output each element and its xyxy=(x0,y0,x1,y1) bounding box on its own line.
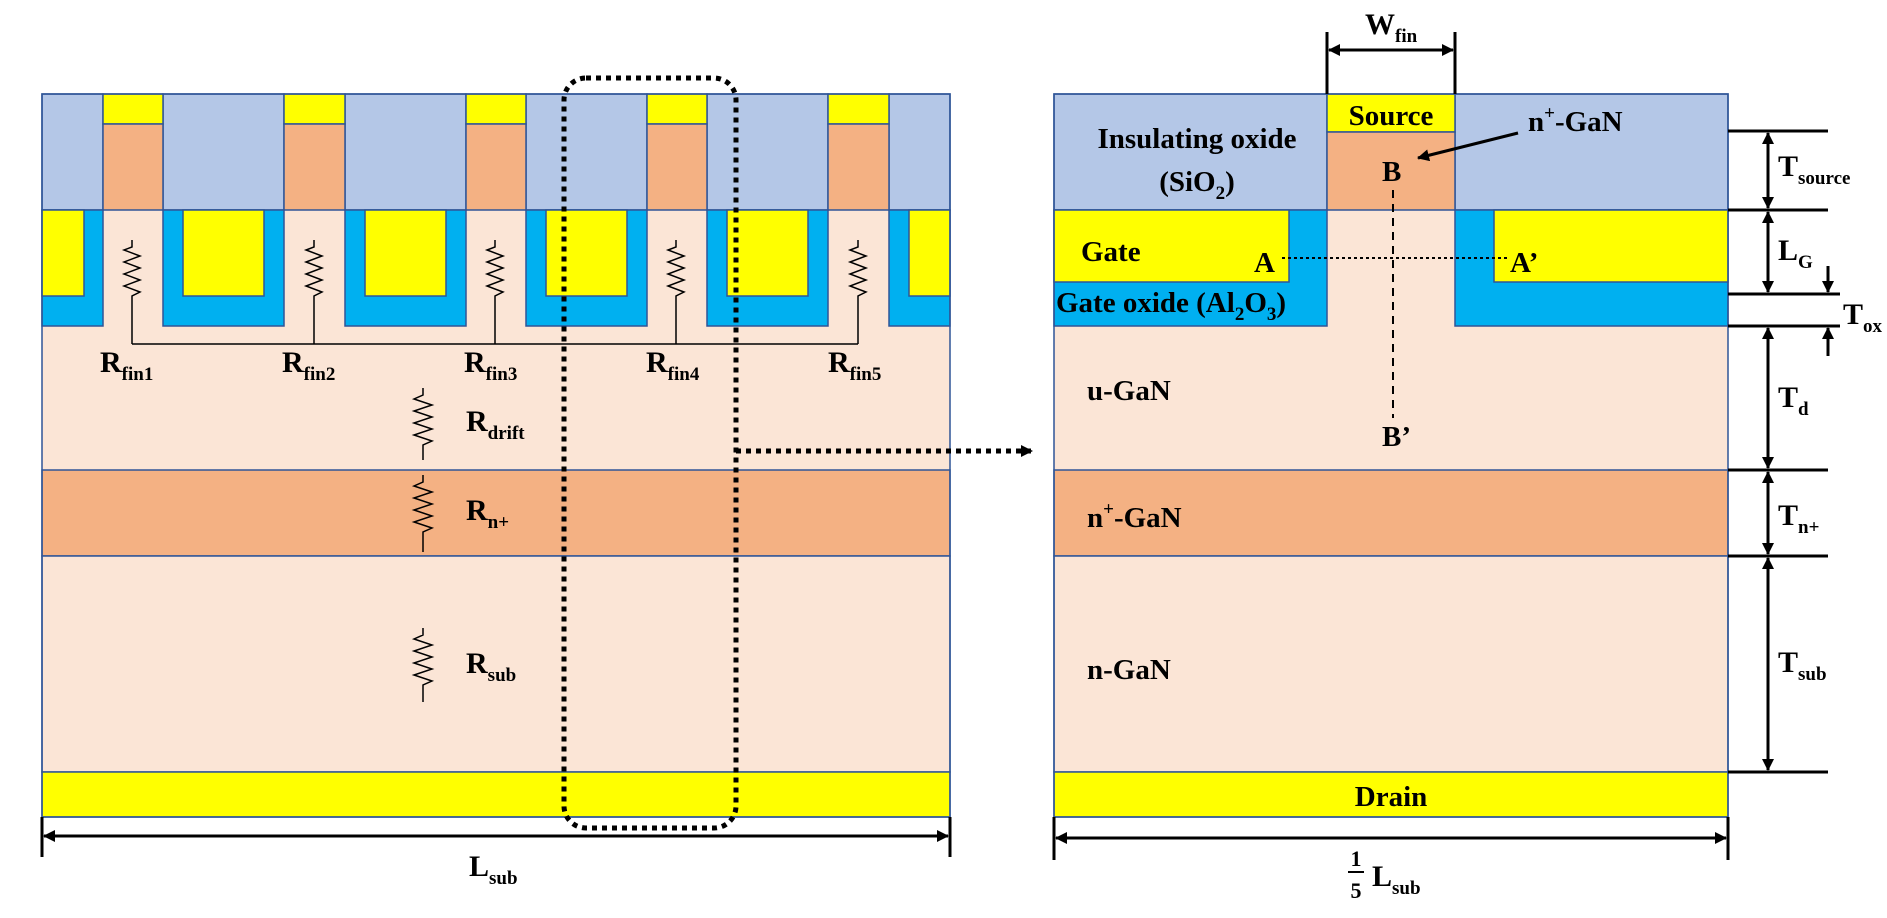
unit-cell-selection-box xyxy=(561,75,739,831)
right-nplus-layer xyxy=(1053,469,1729,557)
gate-metal xyxy=(41,209,85,297)
label-tsource: Tsource xyxy=(1778,150,1850,189)
right-drain-metal xyxy=(1053,771,1729,818)
oxide-block xyxy=(888,93,951,211)
label-insulating-oxide: Insulating oxide xyxy=(1097,123,1296,155)
label-nplus-gan-pointer: n+-GaN xyxy=(1528,103,1623,138)
label-gate-oxide: Gate oxide (Al2O3) xyxy=(1056,287,1286,325)
oxide-block xyxy=(162,93,285,211)
label-point-a-prime: A’ xyxy=(1510,247,1538,279)
left-nplus-layer xyxy=(41,469,951,557)
label-ngan: n-GaN xyxy=(1087,654,1171,686)
label-tnplus: Tn+ xyxy=(1778,499,1819,538)
label-fifth-lsub: Lsub xyxy=(1372,860,1421,899)
label-ugan: u-GaN xyxy=(1087,375,1171,407)
label-drain: Drain xyxy=(1355,781,1428,813)
right-device: Insulating oxide (SiO2) Source n+-GaN B … xyxy=(1052,8,1883,903)
label-gate: Gate xyxy=(1081,236,1141,268)
drift-resistor xyxy=(411,388,435,460)
label-rfin2: Rfin2 xyxy=(282,346,335,385)
right-substrate xyxy=(1053,555,1729,773)
fin-nplus-cap xyxy=(827,123,890,211)
vertical-dimensions xyxy=(1728,129,1840,774)
label-rfin4: Rfin4 xyxy=(646,346,700,385)
label-rfin1: Rfin1 xyxy=(100,346,153,385)
label-fraction-numerator: 1 xyxy=(1351,846,1362,871)
fin-resistor-network xyxy=(121,240,869,702)
resistor-labels: Rfin1 Rfin2 Rfin3 Rfin4 Rfin5 Rdrift Rn+… xyxy=(100,346,881,686)
left-drain-metal xyxy=(41,771,951,818)
label-rfin3: Rfin3 xyxy=(464,346,517,385)
gate-metal xyxy=(545,209,628,297)
fin-resistor-1 xyxy=(121,240,143,344)
label-td: Td xyxy=(1778,381,1809,420)
right-nplus-cap xyxy=(1326,131,1456,211)
right-source-metal xyxy=(1326,93,1456,133)
gate-metal xyxy=(726,209,809,297)
wfin-dimension xyxy=(1325,32,1457,94)
fifth-lsub-dimension xyxy=(1052,817,1730,860)
fin-source-metal xyxy=(827,93,890,125)
left-substrate xyxy=(41,555,951,773)
label-point-a: A xyxy=(1254,247,1275,279)
oxide-block xyxy=(525,93,648,211)
label-sio2: (SiO2) xyxy=(1159,166,1235,204)
left-fins xyxy=(102,93,890,211)
fin-nplus-cap xyxy=(102,123,164,211)
label-source: Source xyxy=(1349,100,1434,132)
fin-source-metal xyxy=(102,93,164,125)
label-lsub: Lsub xyxy=(469,850,518,889)
fin-resistor-4 xyxy=(665,240,687,344)
label-fraction-denominator: 5 xyxy=(1351,878,1362,903)
label-tox: Tox xyxy=(1843,298,1883,337)
sub-resistor xyxy=(411,628,435,702)
fin-nplus-cap xyxy=(283,123,346,211)
oxide-block xyxy=(706,93,829,211)
right-oxide-right xyxy=(1454,93,1729,211)
fin-resistor-3 xyxy=(484,240,506,344)
left-device: Rfin1 Rfin2 Rfin3 Rfin4 Rfin5 Rdrift Rn+… xyxy=(40,75,1033,889)
fin-resistor-5 xyxy=(847,240,869,344)
right-gate-left xyxy=(1053,209,1290,283)
right-gate-right xyxy=(1493,209,1729,283)
fin-source-metal xyxy=(646,93,708,125)
label-point-b: B xyxy=(1382,156,1401,188)
label-point-b-prime: B’ xyxy=(1382,421,1411,453)
nplus-pointer-arrow xyxy=(1417,131,1519,162)
label-rdrift: Rdrift xyxy=(466,405,525,444)
nplus-resistor xyxy=(411,475,435,552)
gate-metal xyxy=(908,209,951,297)
gate-metal xyxy=(182,209,265,297)
label-rfin5: Rfin5 xyxy=(828,346,881,385)
oxide-block xyxy=(344,93,467,211)
label-rnplus: Rn+ xyxy=(466,494,509,533)
label-rsub: Rsub xyxy=(466,647,516,686)
label-wfin: Wfin xyxy=(1365,8,1418,47)
label-lg: LG xyxy=(1778,234,1813,273)
fin-resistor-2 xyxy=(303,240,325,344)
label-tsub: Tsub xyxy=(1778,646,1827,685)
oxide-block xyxy=(41,93,104,211)
lsub-dimension xyxy=(40,817,952,857)
fin-nplus-cap xyxy=(646,123,708,211)
right-outline xyxy=(1053,93,1729,818)
fin-source-metal xyxy=(283,93,346,125)
left-outline xyxy=(41,93,951,818)
left-gates xyxy=(41,209,951,327)
fin-nplus-cap xyxy=(465,123,527,211)
left-oxide-blocks xyxy=(41,93,951,211)
fin-source-metal xyxy=(465,93,527,125)
label-nplus-gan: n+-GaN xyxy=(1087,499,1182,534)
gate-metal xyxy=(364,209,447,297)
